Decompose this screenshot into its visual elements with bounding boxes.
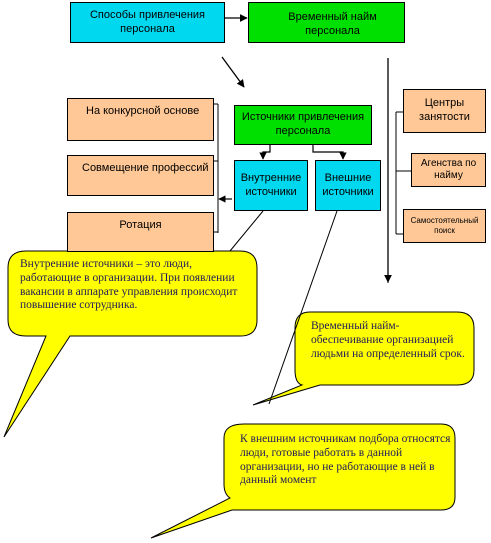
sources-label: Источники привлечения персонала [241, 111, 365, 137]
arrow-sources-to-internal [259, 145, 271, 160]
temporary-method-label: Центры занятости [419, 97, 470, 123]
callout-external-text: К внешним источникам подбора относятся л… [240, 433, 451, 487]
temporary-method-label: Агенства по найму [420, 157, 477, 182]
arrow-methods-to-sources [221, 56, 245, 88]
sources-box: Источники привлечения персонала [234, 105, 372, 145]
temporary-method-self-search: Самостоятельный поиск [403, 209, 486, 243]
external-sources-box: Внешние источники [315, 160, 381, 211]
callout-temporary-text: Временный найм- обеспечивание организаци… [311, 320, 465, 360]
internal-method-combining: Совмещение профессий [67, 155, 214, 196]
internal-method-competition: На конкурсной основе [67, 98, 214, 141]
internal-method-rotation: Ротация [67, 212, 214, 252]
callout-internal-bubble [3, 250, 258, 438]
arrow-sources-to-external [312, 145, 347, 160]
temporary-hire-box: Временный найм персонала [248, 2, 405, 43]
internal-method-label: Ротация [119, 219, 162, 231]
callout-external-pointer [268, 210, 338, 405]
internal-method-label: Совмещение профессий [82, 162, 209, 174]
external-sources-label: Внешние источники [322, 171, 374, 198]
recruitment-methods-label: Способы привлечения персонала [89, 8, 206, 35]
internal-method-label: На конкурсной основе [86, 105, 200, 117]
temporary-method-label: Самостоятельный поиск [410, 216, 479, 235]
callout-internal-text: Внутренние источники – это люди, работаю… [20, 258, 238, 312]
internal-sources-label: Внутренние источники [240, 171, 302, 198]
recruitment-methods-box: Способы привлечения персонала [70, 2, 225, 43]
callout-temporary-bubble [252, 311, 475, 406]
internal-sources-box: Внутренние источники [234, 160, 308, 211]
temporary-hire-label: Временный найм персонала [288, 11, 377, 37]
callout-external-bubble [150, 423, 456, 539]
temporary-method-agencies: Агенства по найму [411, 153, 486, 187]
temporary-method-employment-centers: Центры занятости [403, 89, 486, 133]
callout-internal-pointer [229, 210, 264, 252]
